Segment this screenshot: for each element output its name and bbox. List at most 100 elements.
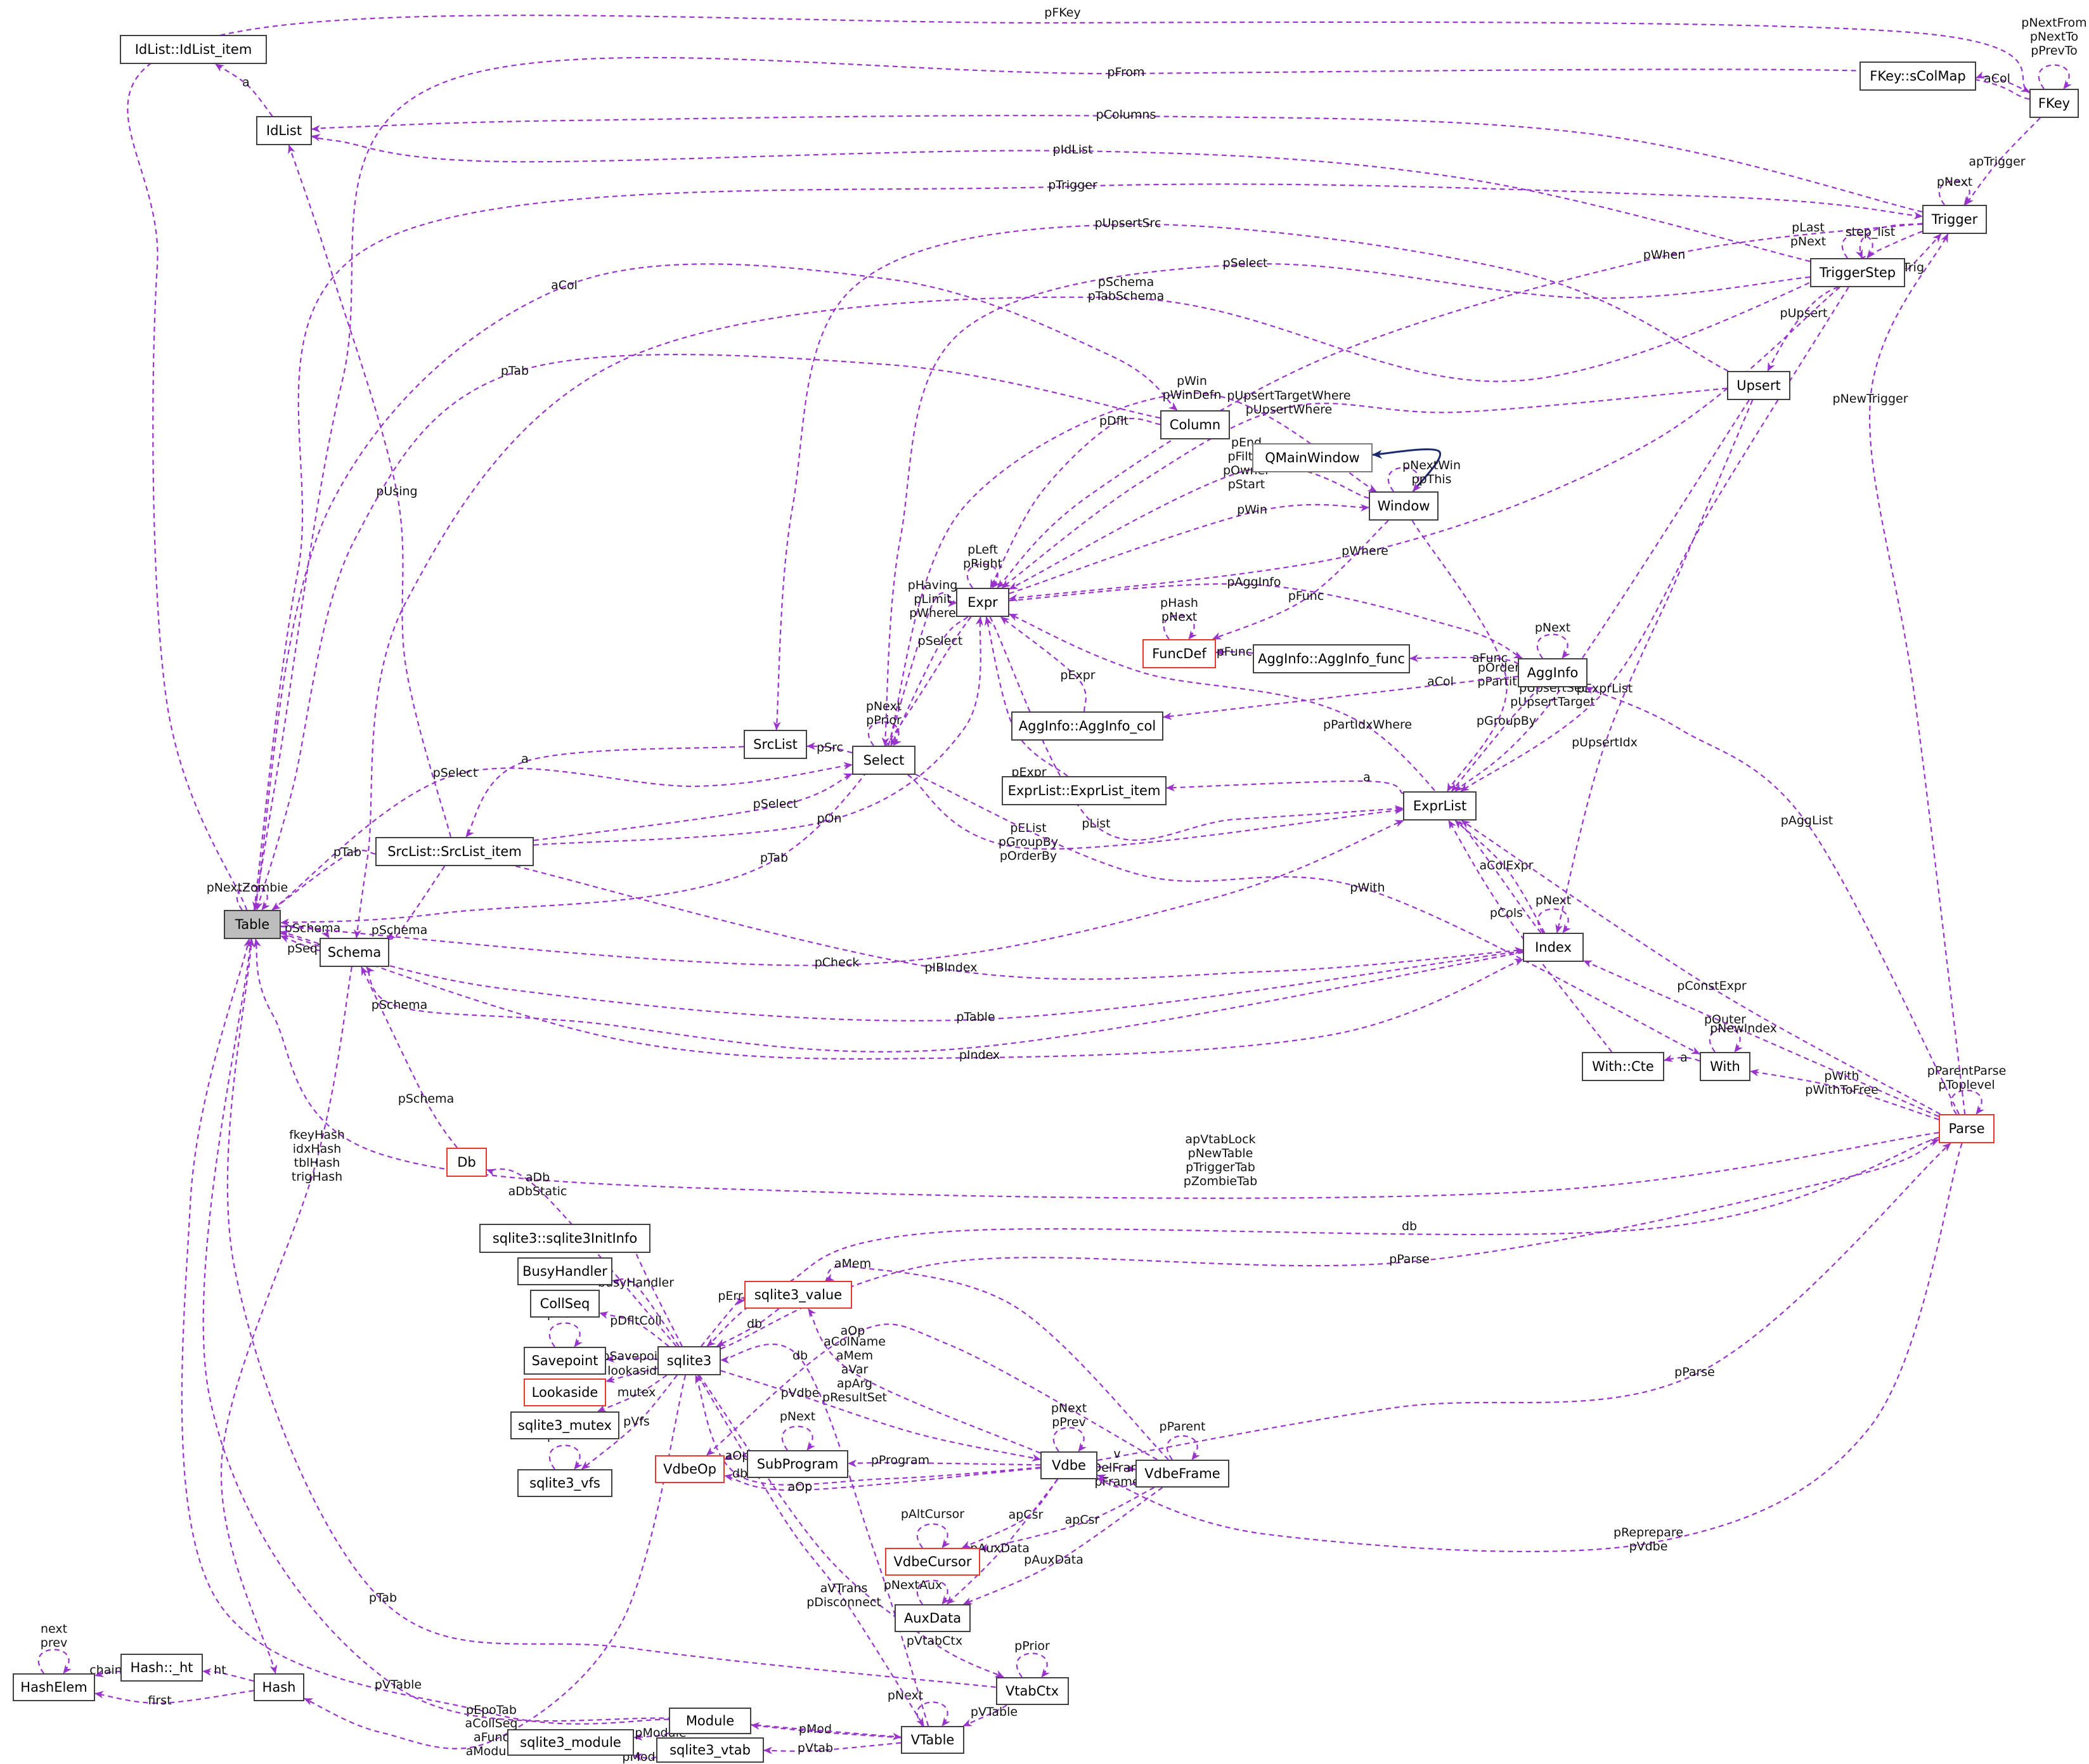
node-lookaside[interactable]: Lookaside (524, 1378, 606, 1406)
edge-label-parse-exprlist: pConstExpr (1677, 979, 1747, 993)
edge-label-upsert-srclist: pUpsertSrc (1095, 216, 1161, 230)
edge-label-sqlite3-busyhandler: busyHandler (598, 1276, 674, 1290)
edge-table-vtable (202, 938, 902, 1741)
node-fkey_scolmap[interactable]: FKey::sColMap (1859, 62, 1976, 91)
node-index[interactable]: Index (1523, 933, 1584, 962)
node-agginfo_func[interactable]: AggInfo::AggInfo_func (1253, 644, 1410, 673)
node-initinfo[interactable]: sqlite3::sqlite3InitInfo (479, 1224, 650, 1253)
node-busyhandler[interactable]: BusyHandler (517, 1257, 612, 1285)
node-idlist_item[interactable]: IdList::IdList_item (120, 35, 267, 64)
node-with[interactable]: With (1700, 1052, 1750, 1081)
node-sqlite3_module[interactable]: sqlite3_module (507, 1729, 634, 1756)
node-hash_ht[interactable]: Hash::_ht (120, 1654, 203, 1682)
node-vdbeop[interactable]: VdbeOp (655, 1455, 725, 1483)
edge-trigger-schema (354, 230, 1923, 938)
edge-label-sqlite3-vdbe: pVdbe (781, 1386, 820, 1400)
edge-sqlite3-initinfo (632, 1240, 683, 1347)
edge-table-fkey (127, 15, 2030, 911)
node-idlist[interactable]: IdList (256, 116, 312, 145)
node-module[interactable]: Module (669, 1708, 751, 1734)
edge-triggerstep-triggerstep (1841, 233, 1875, 259)
edge-label-srclist_item-table: pTab (333, 845, 361, 859)
edge-table-column (254, 263, 1178, 911)
edge-label-vdbeframe-vdbeframe: pParent (1160, 1420, 1206, 1434)
edge-label-vdbe-subprogram: pProgram (871, 1453, 929, 1467)
node-vfs[interactable]: sqlite3_vfs (517, 1469, 612, 1497)
node-agginfo[interactable]: AggInfo (1518, 658, 1588, 687)
node-srclist[interactable]: SrcList (744, 730, 807, 759)
node-subprogram[interactable]: SubProgram (747, 1450, 848, 1478)
edge-label-vdbe-auxdata: pAuxData (970, 1541, 1030, 1555)
node-savepoint[interactable]: Savepoint (524, 1347, 606, 1375)
edge-sqlite3_vtab-sqlite3_module (633, 1753, 657, 1761)
node-fkey[interactable]: FKey (2029, 89, 2079, 118)
node-with_cte[interactable]: With::Cte (1582, 1052, 1664, 1081)
edge-triggerstep-expr (1009, 287, 1840, 602)
node-mutex[interactable]: sqlite3_mutex (510, 1411, 619, 1439)
edge-parse-trigger (1869, 233, 1966, 1115)
node-srclist_item[interactable]: SrcList::SrcList_item (375, 837, 534, 866)
node-qmainwindow[interactable]: QMainWindow (1252, 443, 1373, 472)
node-vtable[interactable]: VTable (901, 1726, 964, 1754)
edge-label-parse-index: pNewIndex (1710, 1021, 1777, 1035)
edge-vdbeframe-vdbecursor (980, 1487, 1154, 1552)
edge-expr-window (1009, 503, 1369, 595)
node-hash[interactable]: Hash (254, 1673, 304, 1701)
node-collseq[interactable]: CollSeq (530, 1290, 600, 1318)
edge-index-expr (1009, 613, 1542, 933)
edge-label-index-exprlist: aColExpr (1480, 859, 1534, 872)
edge-label-fkey-table: pFrom (1107, 65, 1144, 79)
node-hashelem[interactable]: HashElem (13, 1673, 95, 1701)
edge-label-sqlite3-vtabctx: pVtabCtx (907, 1634, 962, 1648)
node-db[interactable]: Db (446, 1148, 487, 1177)
edge-label-vdbecursor-vdbecursor: pAltCursor (901, 1507, 964, 1521)
edge-srclist_item-select (533, 773, 853, 841)
node-funcdef[interactable]: FuncDef (1142, 639, 1216, 668)
edge-vdbe-vdbeframe (1097, 1465, 1136, 1473)
node-triggerstep[interactable]: TriggerStep (1810, 258, 1905, 287)
node-sqlite3[interactable]: sqlite3 (657, 1346, 721, 1375)
node-exprlist_item[interactable]: ExprList::ExprList_item (1002, 776, 1167, 805)
edge-label-triggerstep-idlist: pIdList (1053, 143, 1093, 157)
node-sqlite3_vtab[interactable]: sqlite3_vtab (656, 1737, 764, 1763)
node-vdbe[interactable]: Vdbe (1040, 1451, 1097, 1479)
node-value[interactable]: sqlite3_value (744, 1281, 852, 1309)
node-vtabctx[interactable]: VtabCtx (995, 1677, 1069, 1705)
edge-label-with-with: pOuter (1704, 1013, 1746, 1027)
edge-label-vdbe-sqlite3: db (732, 1467, 747, 1481)
node-schema[interactable]: Schema (320, 938, 389, 967)
edge-vdbeframe-vdbeop (706, 1323, 1158, 1460)
edge-parse-with (1750, 1068, 1939, 1120)
edge-index-table (280, 930, 1523, 1021)
edge-fkey-fkey (2038, 64, 2072, 89)
node-exprlist[interactable]: ExprList (1403, 791, 1477, 820)
node-agginfo_col[interactable]: AggInfo::AggInfo_col (1011, 711, 1163, 741)
node-vdbecursor[interactable]: VdbeCursor (885, 1548, 980, 1576)
edge-label-idlist-idlist_item: a (242, 75, 250, 89)
edge-label-triggerstep-upsert: pUpsert (1780, 306, 1828, 320)
node-select[interactable]: Select (852, 746, 915, 775)
node-expr[interactable]: Expr (956, 588, 1009, 617)
node-column[interactable]: Column (1160, 410, 1230, 439)
node-vdbeframe[interactable]: VdbeFrame (1135, 1460, 1229, 1488)
edge-with-with (1709, 1027, 1743, 1053)
node-upsert[interactable]: Upsert (1727, 371, 1790, 400)
edge-label-with_cte-exprlist: pCols (1490, 906, 1523, 920)
edge-fkey-table (252, 56, 2030, 911)
node-auxdata[interactable]: AuxData (895, 1604, 971, 1632)
edge-label-srclist_item-idlist: pUsing (376, 484, 417, 498)
edge-label-sqlite3-mutex: mutex (618, 1385, 656, 1399)
edge-subprogram-subprogram (781, 1425, 815, 1451)
edge-parse-vdbe (1097, 1143, 1963, 1553)
node-window[interactable]: Window (1369, 491, 1439, 521)
edge-srclist_item-index (515, 865, 1523, 980)
edge-label-table-vtable: pVTable (375, 1678, 422, 1692)
node-parse[interactable]: Parse (1939, 1114, 1995, 1143)
node-trigger[interactable]: Trigger (1922, 205, 1987, 234)
node-table[interactable]: Table (224, 910, 281, 939)
